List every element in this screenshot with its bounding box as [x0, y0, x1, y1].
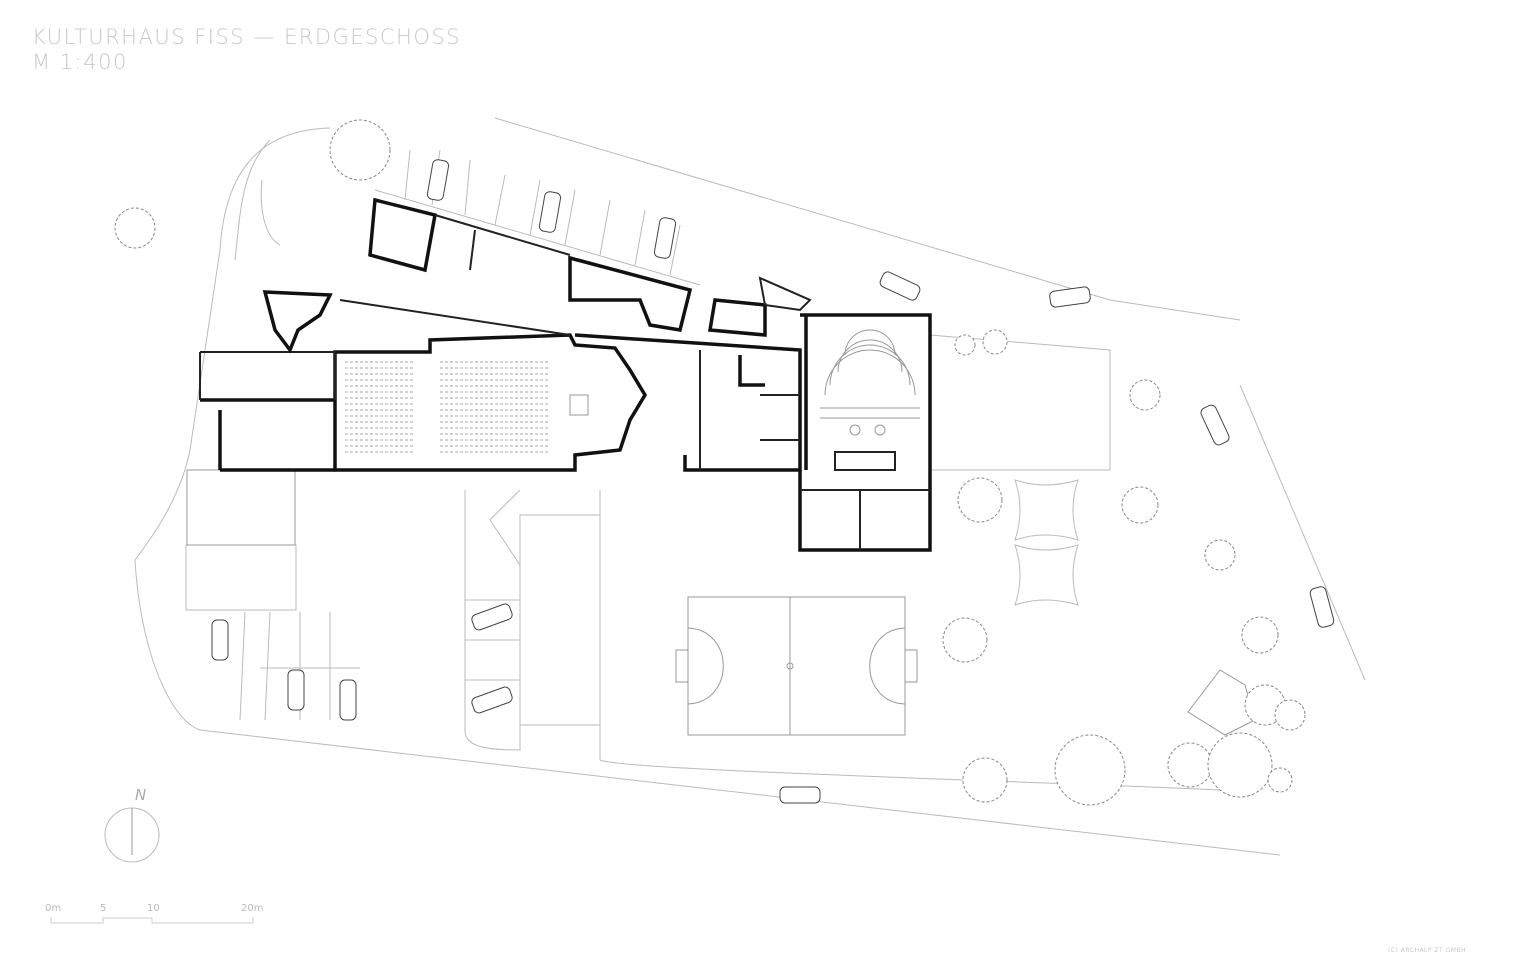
- tree: [1207, 732, 1273, 798]
- shade-sails: [1014, 479, 1079, 606]
- car: [339, 679, 357, 721]
- playground: [1187, 669, 1256, 736]
- tree: [962, 757, 1008, 803]
- stage-seating: [820, 329, 920, 436]
- trees: [114, 119, 1306, 806]
- hall-seating: [345, 361, 550, 453]
- car: [653, 217, 677, 259]
- car: [426, 159, 450, 201]
- car: [471, 603, 513, 631]
- car: [471, 686, 513, 714]
- building: [199, 197, 932, 552]
- tree: [1167, 742, 1213, 788]
- car: [1309, 586, 1335, 628]
- road-edge-north: [494, 117, 1241, 321]
- parking-southwest: [185, 469, 360, 721]
- tree: [1241, 616, 1279, 654]
- car: [779, 786, 821, 804]
- scale-label-5: 5: [100, 903, 107, 914]
- tree: [982, 329, 1008, 355]
- scale-text: M 1:400: [32, 50, 128, 74]
- tree: [1274, 699, 1306, 731]
- title-line: KULTURHAUS FISS — ERDGESCHOSS: [32, 25, 462, 49]
- tree: [954, 334, 976, 356]
- tree: [1121, 486, 1159, 524]
- tree: [1267, 767, 1293, 793]
- car: [211, 619, 229, 661]
- tree: [114, 207, 156, 249]
- tree: [329, 119, 391, 181]
- curve-north: [234, 139, 281, 261]
- path-east: [929, 334, 1111, 471]
- copyright: (C) ARCHALP ZT GMBH: [1388, 947, 1467, 954]
- car: [538, 191, 562, 233]
- scale-bar: [50, 917, 254, 924]
- tree: [957, 477, 1003, 523]
- site-inner: [599, 490, 1221, 791]
- tree: [1054, 734, 1126, 806]
- parking-north: [374, 149, 701, 286]
- tree: [1204, 539, 1236, 571]
- north-arrow: [104, 807, 160, 863]
- car: [879, 271, 921, 301]
- car: [1049, 286, 1091, 308]
- scale-label-10: 10: [147, 903, 160, 914]
- drawing-title: KULTURHAUS FISS — ERDGESCHOSS M 1:400: [32, 25, 461, 75]
- north-label: N: [135, 786, 147, 804]
- scale-label-0: 0m: [45, 903, 62, 914]
- parking-central: [464, 489, 601, 751]
- car: [287, 669, 305, 711]
- piano: [569, 394, 589, 416]
- site-outline: [134, 127, 1281, 856]
- tree: [942, 617, 988, 663]
- cars: [211, 159, 1335, 804]
- scale-label-20: 20m: [241, 903, 264, 914]
- soccer-field: [675, 596, 918, 736]
- car: [1200, 404, 1230, 446]
- road-edge-east: [1239, 384, 1366, 681]
- tree: [1129, 379, 1161, 411]
